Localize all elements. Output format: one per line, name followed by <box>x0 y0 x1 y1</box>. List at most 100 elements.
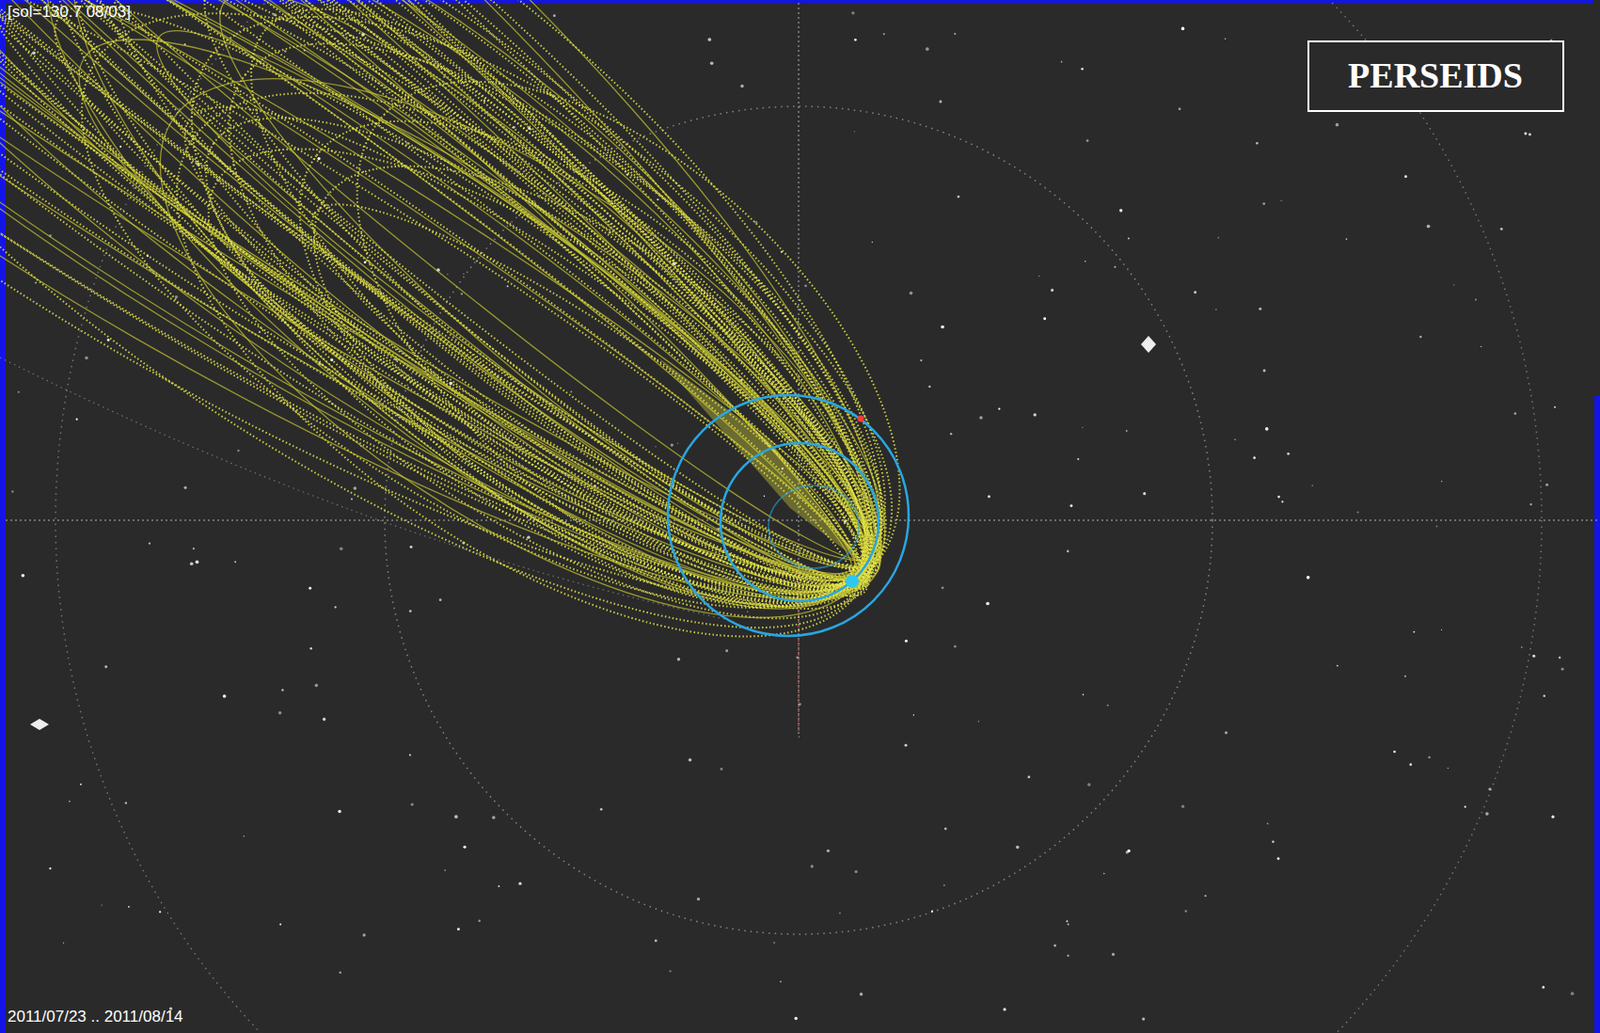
star <box>17 391 20 394</box>
meteoroid-orbit <box>0 0 948 692</box>
star <box>334 605 337 608</box>
star <box>127 905 130 908</box>
star <box>1529 503 1532 506</box>
star <box>925 47 930 51</box>
meteoroid-orbit <box>0 0 936 656</box>
star <box>1545 483 1549 487</box>
meteoroid-orbit <box>0 0 914 622</box>
star <box>707 37 712 42</box>
star <box>654 445 656 447</box>
star <box>1453 284 1455 286</box>
meteoroid-orbit <box>78 0 956 719</box>
star <box>1464 806 1467 808</box>
earth <box>845 574 859 588</box>
axis-line <box>5 520 1600 522</box>
star <box>443 76 445 79</box>
star <box>746 610 748 612</box>
star <box>1050 288 1054 292</box>
star <box>1265 427 1269 431</box>
star <box>854 130 856 132</box>
star <box>1185 909 1189 913</box>
star <box>243 835 245 837</box>
meteoroid-orbit <box>0 0 913 633</box>
star <box>1427 756 1431 760</box>
star <box>1267 823 1269 825</box>
star <box>1142 491 1146 495</box>
meteoroid-orbit <box>21 0 945 663</box>
star <box>871 241 873 243</box>
star <box>1543 694 1546 697</box>
star <box>985 601 990 606</box>
star <box>42 123 45 126</box>
star <box>1485 811 1490 816</box>
star <box>1218 237 1220 239</box>
star <box>943 884 946 887</box>
star <box>315 683 318 687</box>
star <box>1258 307 1262 311</box>
meteoroid-orbit <box>135 41 913 651</box>
star <box>526 535 530 539</box>
star <box>1061 61 1063 64</box>
meteoroid-orbit <box>18 0 960 688</box>
star <box>1028 776 1031 779</box>
meteoroid-orbit <box>0 0 983 723</box>
star <box>1263 369 1267 373</box>
star <box>1084 260 1086 262</box>
star <box>148 541 151 544</box>
star <box>337 809 341 813</box>
star <box>183 486 187 490</box>
star <box>1141 1017 1145 1021</box>
star <box>362 933 365 936</box>
star <box>1523 132 1527 136</box>
star <box>720 767 724 771</box>
meteoroid-orbit <box>0 0 931 632</box>
star <box>31 51 36 56</box>
star <box>506 285 509 287</box>
star <box>793 1016 798 1021</box>
star <box>1553 406 1556 409</box>
star <box>1271 839 1274 842</box>
star <box>1441 480 1442 482</box>
star <box>978 720 980 722</box>
star <box>125 801 127 804</box>
meteoroid-orbit <box>0 0 898 666</box>
star <box>1551 815 1554 819</box>
star <box>483 99 486 102</box>
star <box>909 291 914 296</box>
star <box>1234 438 1236 440</box>
star <box>79 783 82 786</box>
star <box>339 546 344 551</box>
star <box>1409 762 1412 766</box>
planet-marker <box>30 718 49 730</box>
star <box>350 498 353 501</box>
planet-marker <box>1140 335 1157 353</box>
star <box>779 980 782 983</box>
star <box>913 713 915 715</box>
star <box>763 495 766 498</box>
orbit-ring <box>55 0 1542 1033</box>
star <box>477 918 480 921</box>
star <box>322 717 326 721</box>
meteoroid-orbit <box>0 0 966 732</box>
star <box>919 359 922 362</box>
star <box>1412 631 1415 634</box>
star <box>1086 139 1090 143</box>
sky-ground <box>5 2 1595 1033</box>
star <box>855 870 858 873</box>
title-text: PERSEIDS <box>1347 56 1523 96</box>
sky-ground-edge <box>1593 0 1600 396</box>
star <box>338 970 342 974</box>
inner-orbits <box>667 395 909 636</box>
star <box>1077 458 1079 460</box>
star <box>258 331 261 333</box>
star <box>677 443 679 444</box>
star <box>1215 308 1218 311</box>
star <box>710 62 714 66</box>
meteoroid-orbits <box>0 0 1003 750</box>
star <box>1561 667 1565 671</box>
star <box>859 992 863 996</box>
star <box>940 325 945 330</box>
star <box>956 195 960 199</box>
